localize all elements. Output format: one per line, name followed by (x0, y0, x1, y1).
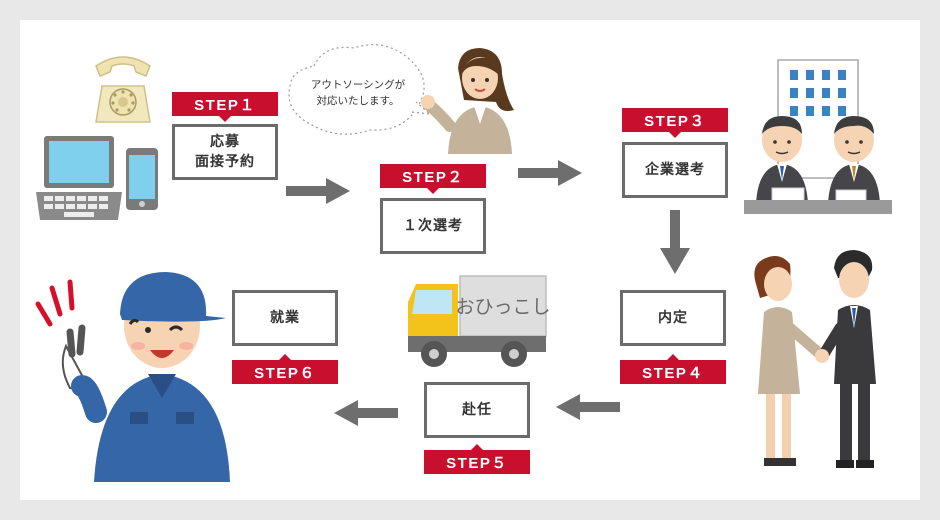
step-2-badge: STEP２ (380, 164, 486, 194)
moving-truck-icon: おひっこし (408, 275, 551, 367)
step-1-badge: STEP１ (172, 92, 278, 122)
arrow-down (660, 210, 690, 274)
step-2-box: １次選考 (380, 198, 486, 254)
speech-bubble-icon (288, 44, 432, 135)
laptop-icon (36, 136, 122, 220)
step-6-box: 就業 (232, 290, 338, 346)
smartphone-icon (126, 148, 158, 210)
step-3-badge: STEP３ (622, 108, 728, 138)
step-5-badge: STEP５ (424, 444, 530, 474)
step-5-box: 赴任 (424, 382, 530, 438)
step-4-box: 内定 (620, 290, 726, 346)
arrow-left-2 (334, 400, 398, 426)
worker-icon (35, 272, 230, 482)
step-4-badge: STEP４ (620, 354, 726, 384)
arrow-left-1 (556, 394, 620, 420)
handshake-icon (754, 250, 876, 468)
arrow-right-2 (518, 160, 582, 186)
interviewers-icon (744, 116, 892, 214)
truck-label: おひっこし (455, 296, 550, 318)
arrow-right-1 (286, 178, 350, 204)
step-6-badge: STEP６ (232, 354, 338, 384)
operator-woman-icon (421, 48, 514, 154)
step-3-box: 企業選考 (622, 142, 728, 198)
bubble-text: アウトソーシングが 対応いたします。 (310, 79, 406, 108)
step-1-box: 応募 面接予約 (172, 124, 278, 180)
telephone-icon (95, 56, 151, 123)
